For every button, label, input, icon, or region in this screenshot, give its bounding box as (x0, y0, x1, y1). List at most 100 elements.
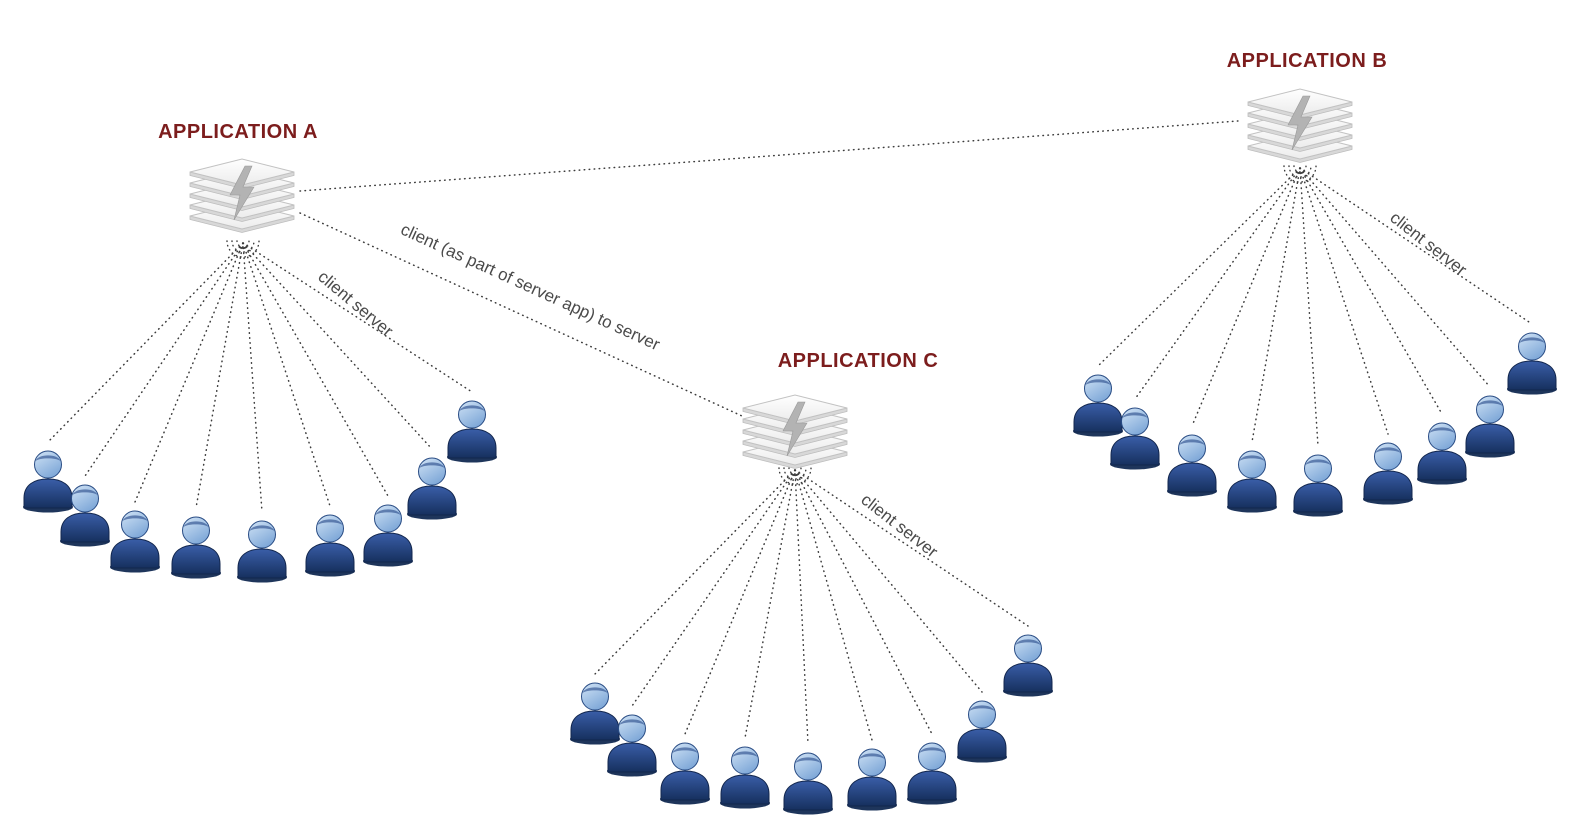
user-body (23, 478, 73, 509)
user-head (248, 520, 276, 549)
client-user-icon (720, 746, 770, 809)
app-label-app-a: APPLICATION A (158, 121, 318, 143)
user-head (182, 516, 210, 545)
fan-line-app-c (744, 469, 796, 739)
user-hair (72, 489, 98, 495)
client-user-icon (1110, 407, 1160, 470)
fan-line-app-a (84, 242, 244, 477)
user-body (957, 728, 1007, 759)
user-body (447, 428, 497, 459)
user-body (847, 776, 897, 807)
user-hair (317, 519, 343, 525)
application-group-app-c: APPLICATION C client server (570, 350, 1053, 815)
fan-line-app-c (794, 469, 873, 741)
user-head (794, 752, 822, 781)
fan-line-app-b (1299, 167, 1319, 447)
fan-line-app-b (1299, 167, 1443, 415)
user-head (918, 742, 946, 771)
fan-line-app-a (242, 242, 331, 507)
server-stack-icon-app-b (1247, 88, 1353, 163)
client-user-icon (305, 514, 355, 577)
fan-line-app-a (47, 242, 244, 443)
user-hair (122, 515, 148, 521)
user-hair (919, 747, 945, 753)
fan-line-app-a (242, 242, 389, 497)
user-head (618, 714, 646, 743)
fan-line-app-b (1299, 167, 1389, 435)
user-hair (183, 521, 209, 527)
client-user-icon (570, 682, 620, 745)
fan-line-app-c (794, 469, 1029, 627)
client-user-icon (847, 748, 897, 811)
user-hair (419, 462, 445, 468)
user-head (858, 748, 886, 777)
fan-line-app-b (1299, 167, 1533, 325)
user-head (458, 400, 486, 429)
user-head (418, 457, 446, 486)
user-head (671, 742, 699, 771)
user-body (1003, 662, 1053, 693)
user-head (968, 700, 996, 729)
client-user-icon (447, 400, 497, 463)
fan-line-app-b (1097, 167, 1301, 367)
user-body (1167, 462, 1217, 493)
client-user-icon (1507, 332, 1557, 395)
broadcast-arc (1288, 165, 1312, 178)
user-hair (375, 509, 401, 515)
client-user-icon (110, 510, 160, 573)
user-head (1084, 374, 1112, 403)
app-label-app-c: APPLICATION C (778, 350, 939, 372)
fan-label-app-a: client server (314, 267, 397, 341)
user-head (374, 504, 402, 533)
user-body (60, 512, 110, 543)
fan-label-app-c: client server (857, 490, 941, 562)
user-head (581, 682, 609, 711)
user-hair (459, 405, 485, 411)
user-body (305, 542, 355, 573)
broadcast-arc (236, 240, 250, 248)
lightning-bolt-icon (229, 165, 255, 221)
user-body (1507, 360, 1557, 391)
user-head (1374, 442, 1402, 471)
user-body (363, 532, 413, 563)
user-head (731, 746, 759, 775)
user-hair (619, 719, 645, 725)
client-user-icon (907, 742, 957, 805)
user-body (1110, 435, 1160, 466)
user-hair (1375, 447, 1401, 453)
user-body (1417, 450, 1467, 481)
server-stack-icon-app-c (742, 394, 848, 469)
user-hair (1122, 412, 1148, 418)
user-head (1476, 395, 1504, 424)
user-hair (1519, 337, 1545, 343)
fan-line-app-c (794, 469, 983, 693)
user-body (407, 485, 457, 516)
user-hair (1015, 639, 1041, 645)
user-body (171, 544, 221, 575)
user-hair (35, 455, 61, 461)
user-head (34, 450, 62, 479)
fan-line-app-c (594, 469, 796, 675)
user-body (237, 548, 287, 579)
user-body (570, 710, 620, 741)
client-user-icon (1167, 434, 1217, 497)
client-user-icon (1465, 395, 1515, 458)
client-user-icon (660, 742, 710, 805)
client-user-icon (607, 714, 657, 777)
user-body (1363, 470, 1413, 501)
fan-line-app-a (242, 242, 473, 393)
client-user-icon (1003, 634, 1053, 697)
user-body (907, 770, 957, 801)
client-user-icon (783, 752, 833, 815)
fan-line-app-a (134, 242, 244, 503)
connection-a-to-b (299, 120, 1239, 192)
fan-line-app-c (794, 469, 809, 745)
fan-line-app-a (242, 242, 263, 513)
fan-line-app-b (1251, 167, 1301, 443)
user-head (1014, 634, 1042, 663)
user-head (1518, 332, 1546, 361)
client-user-icon (1363, 442, 1413, 505)
